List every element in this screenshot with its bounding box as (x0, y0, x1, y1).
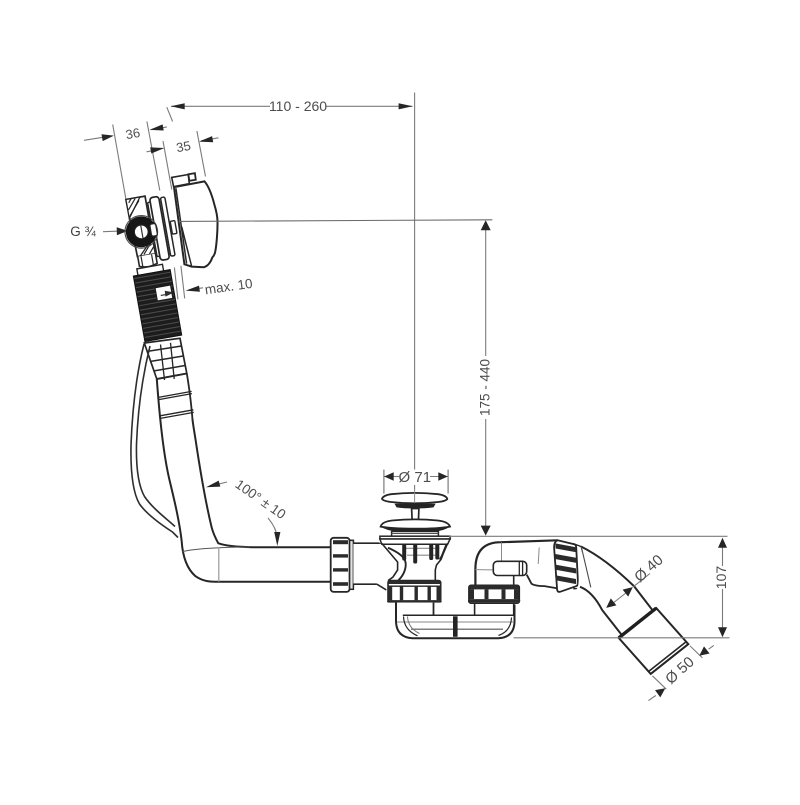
svg-text:Ø 71: Ø 71 (399, 469, 432, 486)
svg-text:36: 36 (124, 125, 141, 142)
svg-text:107: 107 (713, 566, 729, 590)
svg-text:110 - 260: 110 - 260 (269, 98, 327, 114)
svg-text:G ¾: G ¾ (70, 224, 96, 239)
svg-text:35: 35 (175, 138, 192, 155)
svg-text:175 - 440: 175 - 440 (477, 359, 492, 416)
